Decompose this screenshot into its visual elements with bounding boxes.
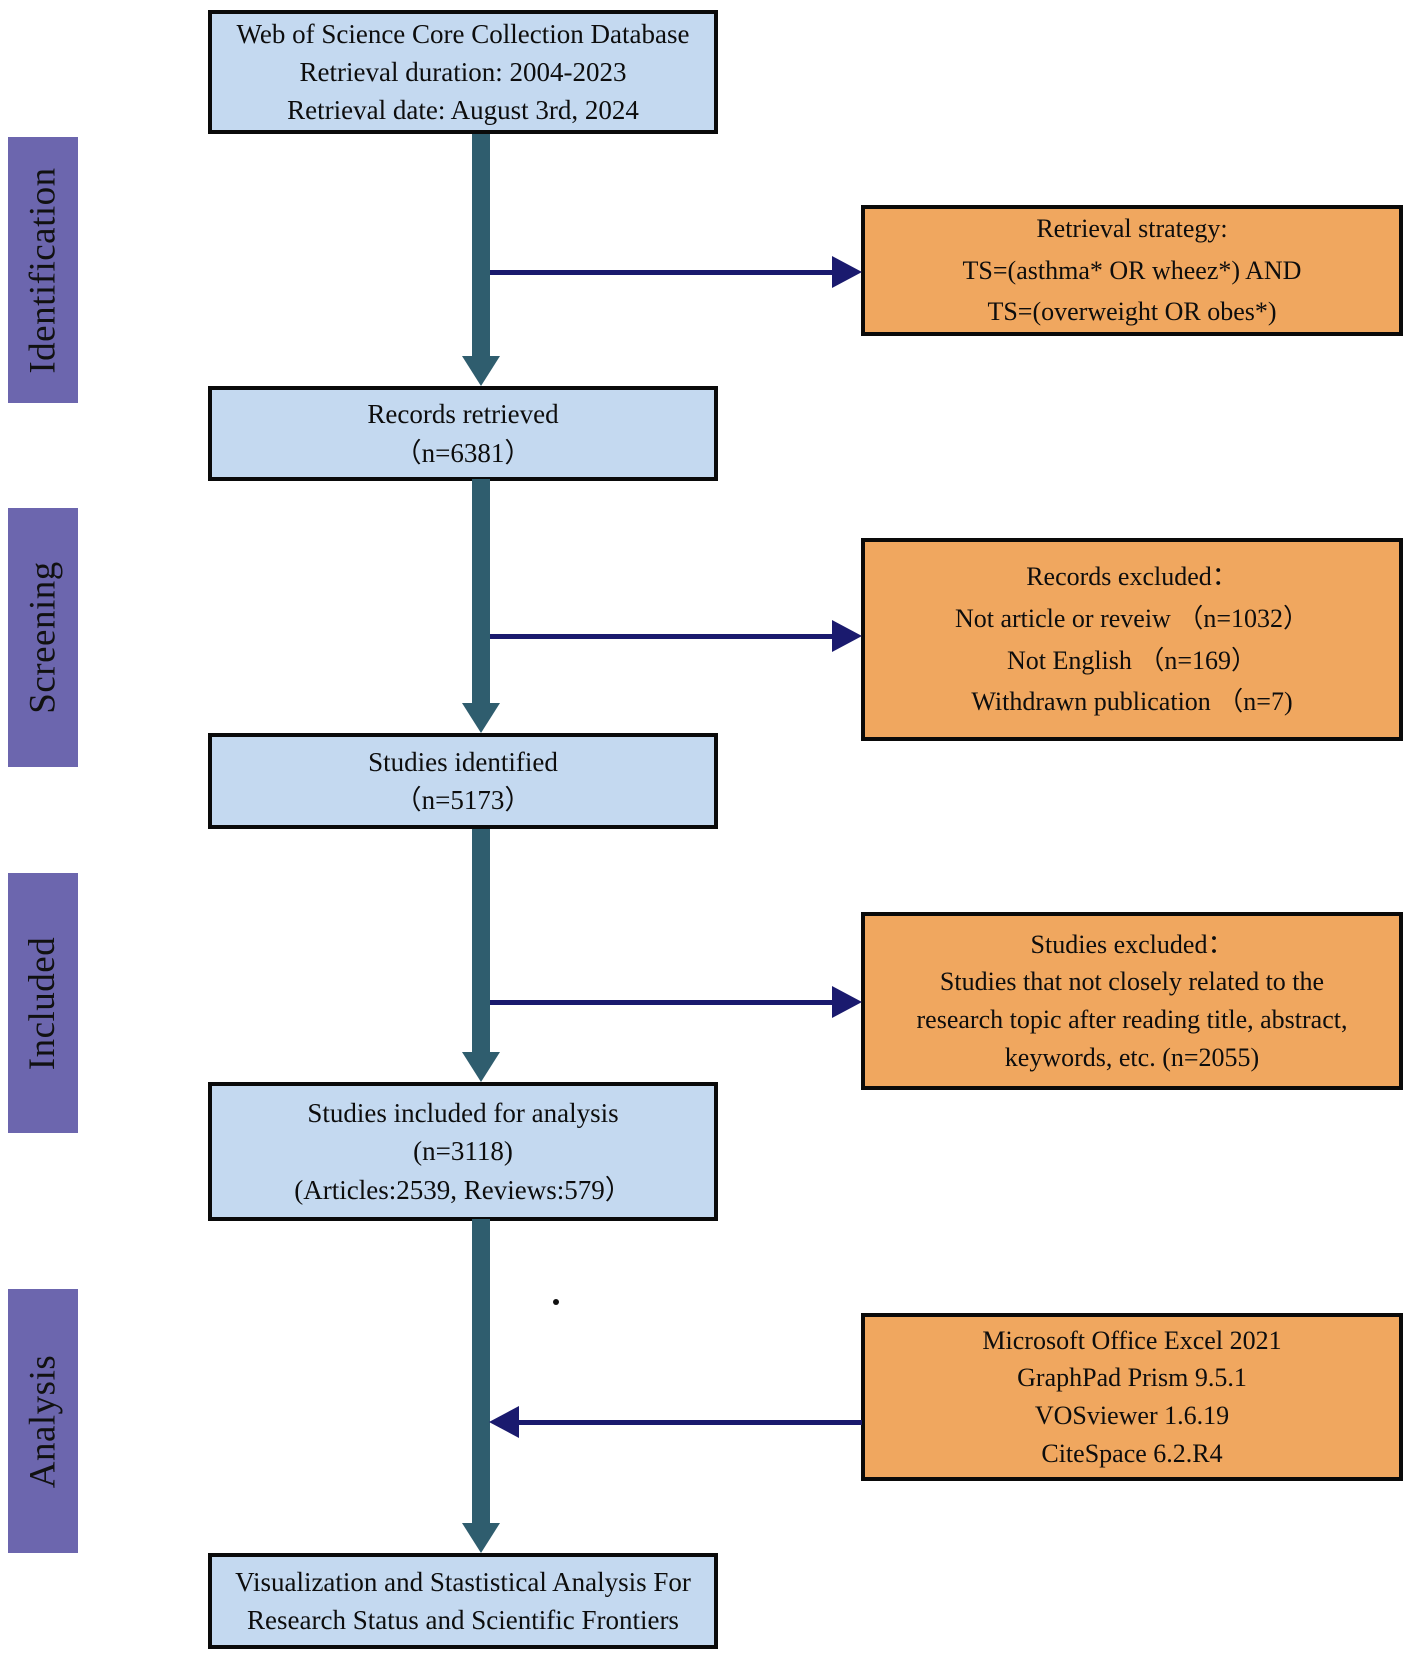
down-arrow-4: [462, 1219, 500, 1553]
arrow-shaft: [472, 479, 490, 703]
box-line: Records excluded：: [1026, 562, 1238, 592]
branch-arrow-records-excluded: [490, 620, 862, 652]
box-line: Studies that not closely related to the: [939, 967, 1325, 997]
box-line: Visualization and Stastistical Analysis …: [235, 1566, 691, 1597]
arrow-shaft: [472, 134, 490, 356]
box-line: Microsoft Office Excel 2021: [982, 1325, 1282, 1355]
down-arrow-1: [462, 134, 500, 386]
flow-box-visualization-analysis: Visualization and Stastistical Analysis …: [208, 1553, 718, 1649]
box-line: Research Status and Scientific Frontiers: [247, 1605, 679, 1635]
stray-dot: [553, 1299, 559, 1305]
arrow-shaft: [490, 634, 838, 639]
box-line: keywords, etc. (n=2055): [1004, 1042, 1260, 1072]
arrow-head-down-icon: [462, 703, 500, 733]
arrow-head-right-icon: [832, 256, 862, 288]
stage-label-text: Identification: [22, 166, 64, 374]
box-line: (n=3118): [413, 1136, 513, 1167]
arrow-shaft: [513, 1420, 862, 1425]
box-line: Records retrieved: [367, 399, 559, 430]
box-line: Studies included for analysis: [307, 1098, 619, 1128]
down-arrow-2: [462, 479, 500, 733]
box-line: research topic after reading title, abst…: [916, 1005, 1348, 1034]
stage-label-screening: Screening: [8, 508, 78, 767]
side-box-analysis-tools: Microsoft Office Excel 2021 GraphPad Pri…: [861, 1313, 1403, 1481]
box-line: Retrieval strategy:: [1036, 214, 1228, 244]
arrow-shaft: [490, 270, 838, 275]
stage-label-identification: Identification: [8, 137, 78, 403]
arrow-shaft: [472, 829, 490, 1052]
branch-arrow-analysis-tools: [489, 1406, 862, 1438]
box-line: （n=6381）: [394, 437, 532, 468]
down-arrow-3: [462, 829, 500, 1082]
flow-box-records-retrieved: Records retrieved （n=6381）: [208, 386, 718, 481]
box-line: （n=5173）: [394, 785, 532, 815]
side-box-studies-excluded: Studies excluded： Studies that not close…: [861, 912, 1403, 1090]
arrow-head-right-icon: [832, 620, 862, 652]
arrow-head-left-icon: [489, 1406, 519, 1438]
box-line: Withdrawn publication （n=7): [971, 687, 1293, 717]
stage-label-text: Screening: [22, 561, 64, 714]
stage-label-text: Analysis: [22, 1354, 64, 1488]
stage-label-text: Included: [22, 936, 64, 1070]
box-line: Studies identified: [368, 746, 558, 777]
box-line: VOSviewer 1.6.19: [1034, 1401, 1230, 1430]
branch-arrow-retrieval-strategy: [490, 256, 862, 288]
stage-label-analysis: Analysis: [8, 1289, 78, 1553]
box-line: Retrieval date: August 3rd, 2024: [287, 95, 639, 126]
arrow-head-right-icon: [832, 986, 862, 1018]
box-line: GraphPad Prism 9.5.1: [1017, 1363, 1247, 1393]
side-box-records-excluded: Records excluded： Not article or reveiw …: [861, 538, 1403, 741]
side-box-retrieval-strategy: Retrieval strategy: TS=(asthma* OR wheez…: [861, 205, 1403, 336]
branch-arrow-studies-excluded: [490, 986, 862, 1018]
arrow-shaft: [490, 1000, 838, 1005]
box-line: Retrieval duration: 2004-2023: [299, 56, 627, 87]
box-line: TS=(asthma* OR wheez*) AND: [962, 255, 1302, 285]
box-line: TS=(overweight OR obes*): [987, 297, 1277, 327]
flow-box-studies-included: Studies included for analysis (n=3118) (…: [208, 1082, 718, 1221]
arrow-head-down-icon: [462, 356, 500, 386]
arrow-head-down-icon: [462, 1052, 500, 1082]
box-line: Not article or reveiw （n=1032）: [954, 603, 1309, 633]
flow-box-studies-identified: Studies identified （n=5173）: [208, 733, 718, 829]
box-line: (Articles:2539, Reviews:579）: [294, 1174, 632, 1205]
stage-label-included: Included: [8, 873, 78, 1133]
box-line: Web of Science Core Collection Database: [236, 18, 690, 49]
box-line: Not English （n=169）: [1006, 645, 1258, 675]
box-line: Studies excluded：: [1030, 929, 1234, 959]
box-line: CiteSpace 6.2.R4: [1041, 1438, 1223, 1468]
arrow-head-down-icon: [462, 1523, 500, 1553]
arrow-shaft: [472, 1219, 490, 1523]
flow-box-database: Web of Science Core Collection Database …: [208, 10, 718, 134]
